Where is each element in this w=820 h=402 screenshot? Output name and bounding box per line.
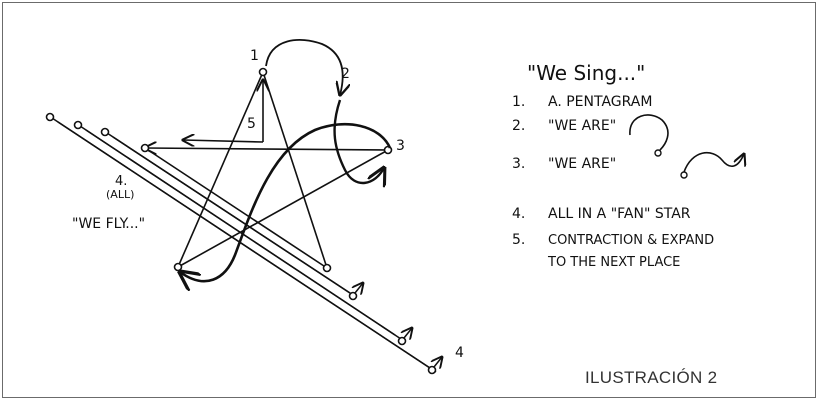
legend-item-4-number: 4. xyxy=(512,206,525,222)
legend-loop-2 xyxy=(629,114,669,151)
star-line-1-br xyxy=(262,71,328,269)
legend-item-3-text: "WE ARE" xyxy=(548,156,616,172)
legend-item-2-text: "WE ARE" xyxy=(548,118,616,134)
vertex-bottom-left xyxy=(173,262,183,272)
curve-2-arrow xyxy=(265,39,343,95)
legend-item-4-text: ALL IN A "FAN" STAR xyxy=(548,206,691,222)
point-label-3: 3 xyxy=(396,138,405,154)
point-label-2: 2 xyxy=(341,66,350,82)
legend: "We Sing..." 1. A. PENTAGRAM 2. "WE ARE"… xyxy=(512,61,744,270)
figure-caption: ILUSTRACIÓN 2 xyxy=(585,368,718,387)
curve-3-arrow xyxy=(333,99,384,183)
fan-label-number: 4. xyxy=(115,174,127,189)
arrow-5-horizontal xyxy=(183,140,264,142)
fan-node-1 xyxy=(45,112,55,122)
pentagram-lines xyxy=(144,71,389,269)
legend-item-1-number: 1. xyxy=(512,94,525,110)
fan-start-nodes xyxy=(45,112,110,137)
fan-end-node-2 xyxy=(397,336,407,346)
fan-line-1b xyxy=(57,121,437,373)
vertex-1 xyxy=(258,67,268,77)
fan-end-node-1 xyxy=(348,291,358,301)
curve-thick-arrow xyxy=(180,122,392,281)
fan-line-2b xyxy=(85,129,402,340)
vertex-left xyxy=(140,143,150,153)
legend-loop-2-node xyxy=(654,149,662,157)
legend-item-3-number: 3. xyxy=(512,156,525,172)
star-line-bl-3 xyxy=(177,149,389,268)
legend-item-5-text: CONTRACTION & EXPAND xyxy=(548,233,714,248)
fan-lines xyxy=(51,117,437,373)
legend-curve-3 xyxy=(683,153,744,173)
point-label-5: 5 xyxy=(247,116,256,132)
contraction-arrows xyxy=(183,80,263,142)
legend-item-5-number: 5. xyxy=(512,232,525,248)
we-fly-label: "WE FLY..." xyxy=(72,216,145,232)
fan-end-arrows xyxy=(355,283,442,367)
star-line-1-bl xyxy=(177,71,264,268)
fan-end-node-3 xyxy=(427,365,437,375)
star-vertices xyxy=(140,67,393,273)
legend-item-1-text: A. PENTAGRAM xyxy=(548,94,652,110)
legend-title: "We Sing..." xyxy=(527,61,645,85)
legend-curve-3-node xyxy=(680,171,688,179)
legend-item-6-text: TO THE NEXT PLACE xyxy=(547,255,680,270)
point-label-4-right: 4 xyxy=(455,345,464,361)
legend-item-2-number: 2. xyxy=(512,118,525,134)
fan-line-3b xyxy=(112,136,357,298)
vertex-bottom-right xyxy=(322,263,332,273)
point-label-1: 1 xyxy=(250,48,259,64)
star-line-l-br xyxy=(144,147,328,269)
fan-node-2 xyxy=(73,120,83,130)
fan-node-3 xyxy=(100,127,110,137)
star-line-3-l xyxy=(145,148,389,150)
fan-label-all: (ALL) xyxy=(106,188,134,201)
